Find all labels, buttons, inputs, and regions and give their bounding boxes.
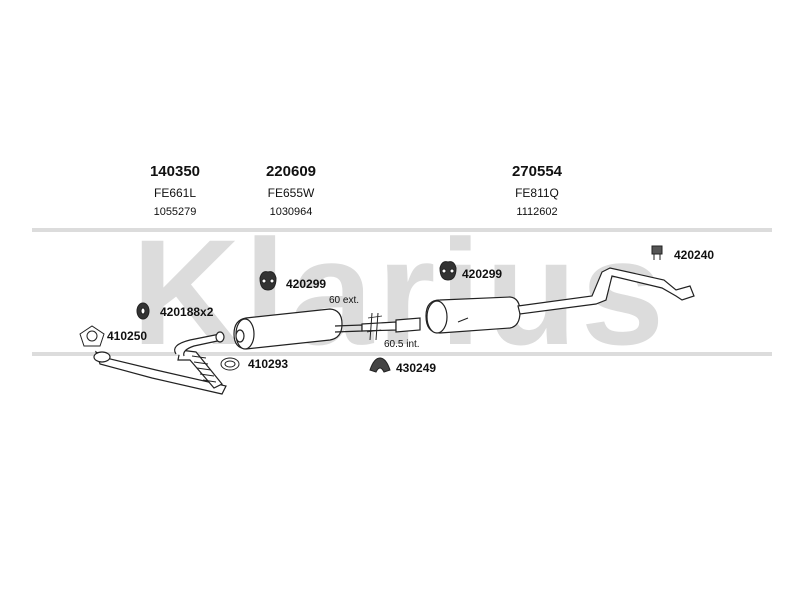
rubber-hanger-icon xyxy=(259,271,277,291)
gasket-icon xyxy=(79,325,105,347)
accessory-label-430249: 430249 xyxy=(396,361,437,375)
part-header-1: 140350 FE661L 1055279 xyxy=(130,163,220,218)
ring-gasket-icon xyxy=(220,357,240,371)
part-ref: 1112602 xyxy=(516,206,558,218)
part-header-2: 220609 FE655W 1030964 xyxy=(246,163,336,218)
bracket-icon xyxy=(651,245,663,260)
accessory-label-420299: 420299 xyxy=(462,267,503,281)
part-header-3: 270554 FE811Q 1112602 xyxy=(492,163,582,218)
accessory-label-420188: 420188x2 xyxy=(160,305,214,319)
rubber-hanger-icon xyxy=(439,261,457,281)
hanger-ring-icon xyxy=(136,302,150,320)
annotation-int: 60.5 int. xyxy=(384,339,420,350)
part-number: 220609 xyxy=(265,163,317,180)
annotation-ext: 60 ext. xyxy=(329,295,360,306)
front-pipe xyxy=(93,331,227,395)
part-number: 140350 xyxy=(149,163,201,180)
accessory-label-420299: 420299 xyxy=(286,277,327,291)
part-ref: 1030964 xyxy=(269,206,313,218)
part-code: FE655W xyxy=(267,186,315,200)
accessory-label-410250: 410250 xyxy=(107,329,148,343)
part-number: 270554 xyxy=(511,163,563,180)
accessory-label-420240: 420240 xyxy=(674,248,715,262)
accessory-label-410293: 410293 xyxy=(248,357,289,371)
part-code: FE661L xyxy=(153,186,197,200)
tail-pipe xyxy=(517,267,695,315)
part-code: FE811Q xyxy=(515,186,559,200)
clamp-icon xyxy=(369,357,391,373)
part-ref: 1055279 xyxy=(153,206,197,218)
rear-silencer xyxy=(425,296,521,334)
watermark-text: Klarius xyxy=(132,208,669,376)
front-silencer xyxy=(233,308,363,350)
pipe-joint xyxy=(361,312,421,341)
